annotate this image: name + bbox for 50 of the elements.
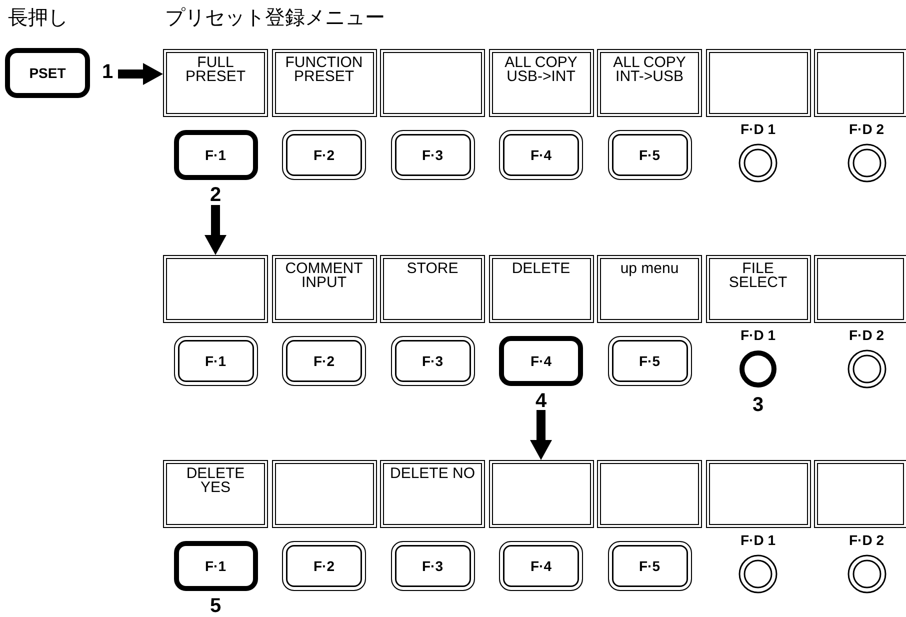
function-button: F·3 (390, 541, 474, 591)
menu-cell: STORE (380, 255, 485, 323)
function-button: F·4 (499, 336, 583, 386)
step-number: 3 (751, 395, 765, 415)
function-button: F·2 (282, 130, 366, 180)
menu-cell: up menu (597, 255, 702, 323)
function-button: F·1 (174, 336, 258, 386)
function-button: F·1 (174, 541, 258, 591)
menu-cell (597, 460, 702, 528)
knob-label: F·D 2 (848, 328, 885, 342)
function-button: F·5 (608, 336, 692, 386)
menu-cell (814, 49, 906, 117)
function-button: F·5 (608, 130, 692, 180)
step-number: 4 (534, 391, 548, 411)
menu-cell: COMMENT INPUT (272, 255, 376, 323)
function-button: F·2 (282, 336, 366, 386)
step-number: 5 (208, 596, 222, 616)
function-button: F·4 (499, 130, 583, 180)
knob-label: F·D 1 (740, 533, 776, 547)
knob-label: F·D 2 (848, 533, 885, 547)
menu-cell (488, 460, 594, 528)
function-button: F·3 (390, 336, 474, 386)
menu-cell: FILE SELECT (706, 255, 810, 323)
step-number: 1 (102, 62, 114, 82)
menu-cell (380, 49, 485, 117)
menu-cell (814, 255, 906, 323)
preset-button: PSET (5, 48, 90, 98)
function-button: F·3 (390, 130, 474, 180)
action-label: 長押し (8, 8, 68, 28)
menu-cell: DELETE NO (380, 460, 485, 528)
menu-cell: FULL PRESET (163, 49, 268, 117)
menu-cell: DELETE YES (163, 460, 268, 528)
knob-label: F·D 2 (848, 122, 885, 136)
step-number: 2 (208, 185, 222, 205)
menu-cell (706, 49, 810, 117)
menu-cell (706, 460, 810, 528)
menu-cell: ALL COPY INT->USB (597, 49, 702, 117)
function-button: F·4 (499, 541, 583, 591)
function-button: F·5 (608, 541, 692, 591)
knob-label: F·D 1 (740, 122, 776, 136)
menu-heading: プリセット登録メニュー (165, 8, 385, 28)
menu-cell (272, 460, 376, 528)
menu-cell: DELETE (488, 255, 594, 323)
function-button: F·1 (174, 130, 258, 180)
menu-cell: ALL COPY USB->INT (488, 49, 594, 117)
menu-cell: FUNCTION PRESET (272, 49, 376, 117)
function-button: F·2 (282, 541, 366, 591)
menu-cell (814, 460, 906, 528)
menu-cell (163, 255, 268, 323)
knob-label: F·D 1 (740, 328, 776, 342)
